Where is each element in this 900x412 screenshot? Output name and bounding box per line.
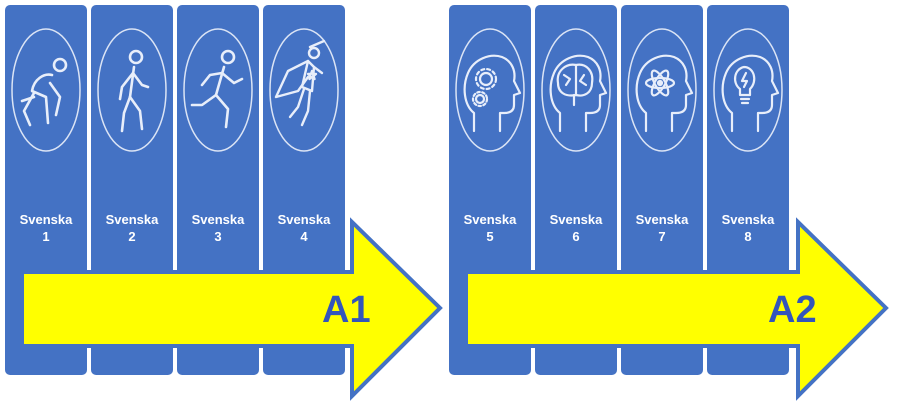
arrow-label-a2: A2 [768,289,817,331]
card-label: Svenska 7 [621,211,703,245]
card-svenska-5: Svenska 5 [449,5,531,375]
head-brain-icon [540,27,612,153]
card-svenska-1: Svenska 1 [5,5,87,375]
card-number: 6 [572,229,580,244]
card-number: 8 [744,229,752,244]
card-title: Svenska [721,212,775,227]
card-svenska-6: Svenska 6 [535,5,617,375]
card-title: Svenska [105,212,159,227]
card-number: 2 [128,229,136,244]
head-atom-icon [626,27,698,153]
card-title: Svenska [19,212,73,227]
card-title: Svenska [549,212,603,227]
running-person-icon [182,27,254,153]
card-label: Svenska 8 [707,211,789,245]
arrow-label-a1: A1 [322,289,371,331]
card-number: 4 [300,229,308,244]
head-gears-icon [454,27,526,153]
crouching-person-icon [10,27,82,153]
card-number: 1 [42,229,50,244]
card-title: Svenska [191,212,245,227]
card-title: Svenska [635,212,689,227]
card-number: 3 [214,229,222,244]
card-svenska-3: Svenska 3 [177,5,259,375]
card-svenska-7: Svenska 7 [621,5,703,375]
card-number: 7 [658,229,666,244]
card-svenska-2: Svenska 2 [91,5,173,375]
flying-superhero-icon [268,27,340,153]
head-lightbulb-icon [712,27,784,153]
card-label: Svenska 6 [535,211,617,245]
card-label: Svenska 1 [5,211,87,245]
card-title: Svenska [463,212,517,227]
card-label: Svenska 2 [91,211,173,245]
card-number: 5 [486,229,494,244]
card-label: Svenska 5 [449,211,531,245]
card-label: Svenska 3 [177,211,259,245]
card-label: Svenska 4 [263,211,345,245]
walking-person-icon [96,27,168,153]
card-title: Svenska [277,212,331,227]
